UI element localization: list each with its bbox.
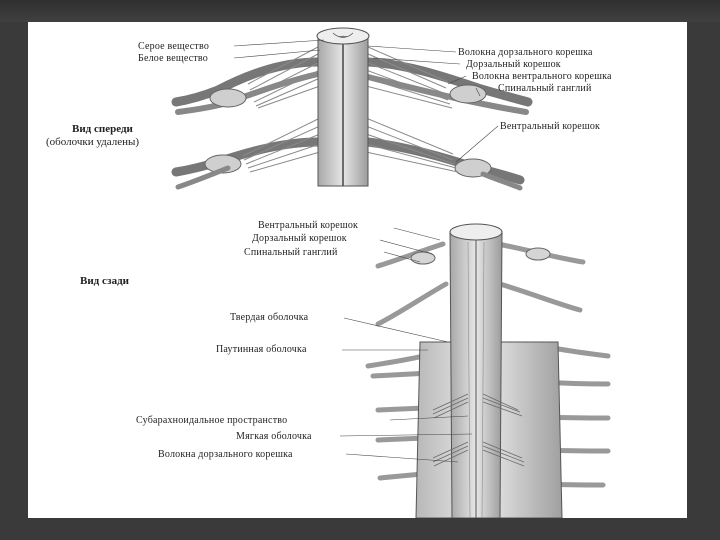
label-dorsal-root-fibers: Волокна дорзального корешка [458,47,593,58]
label-ventral-root-fibers: Волокна вентрального корешка [472,71,612,82]
label-dorsal-root: Дорзальный корешок [466,59,561,70]
posterior-view-drawing [340,224,608,518]
label-ventral-root: Вентральный корешок [500,121,600,132]
label-white-matter: Белое вещество [138,53,208,64]
label-gray-matter: Серое вещество [138,41,209,52]
anterior-view-subheading: (оболочки удалены) [46,136,139,148]
label-dorsal-root-posterior: Дорзальный корешок [252,233,347,244]
label-pia-mater: Мягкая оболочка [236,431,312,442]
label-subarachnoid-space: Субарахноидальное пространство [136,415,287,426]
posterior-view-heading: Вид сзади [80,275,129,287]
anterior-view-heading: Вид спереди [72,123,133,135]
label-spinal-ganglion-posterior: Спинальный ганглий [244,247,338,258]
label-dorsal-root-fibers-posterior: Волокна дорзального корешка [158,449,293,460]
spinal-cord-illustration [28,22,687,518]
window-frame-top [0,0,720,22]
label-spinal-ganglion: Спинальный ганглий [498,83,592,94]
label-arachnoid: Паутинная оболочка [216,344,307,355]
slide: Вид спереди (оболочки удалены) Серое вещ… [28,22,687,518]
label-ventral-root-posterior: Вентральный корешок [258,220,358,231]
label-dura-mater: Твердая оболочка [230,312,308,323]
